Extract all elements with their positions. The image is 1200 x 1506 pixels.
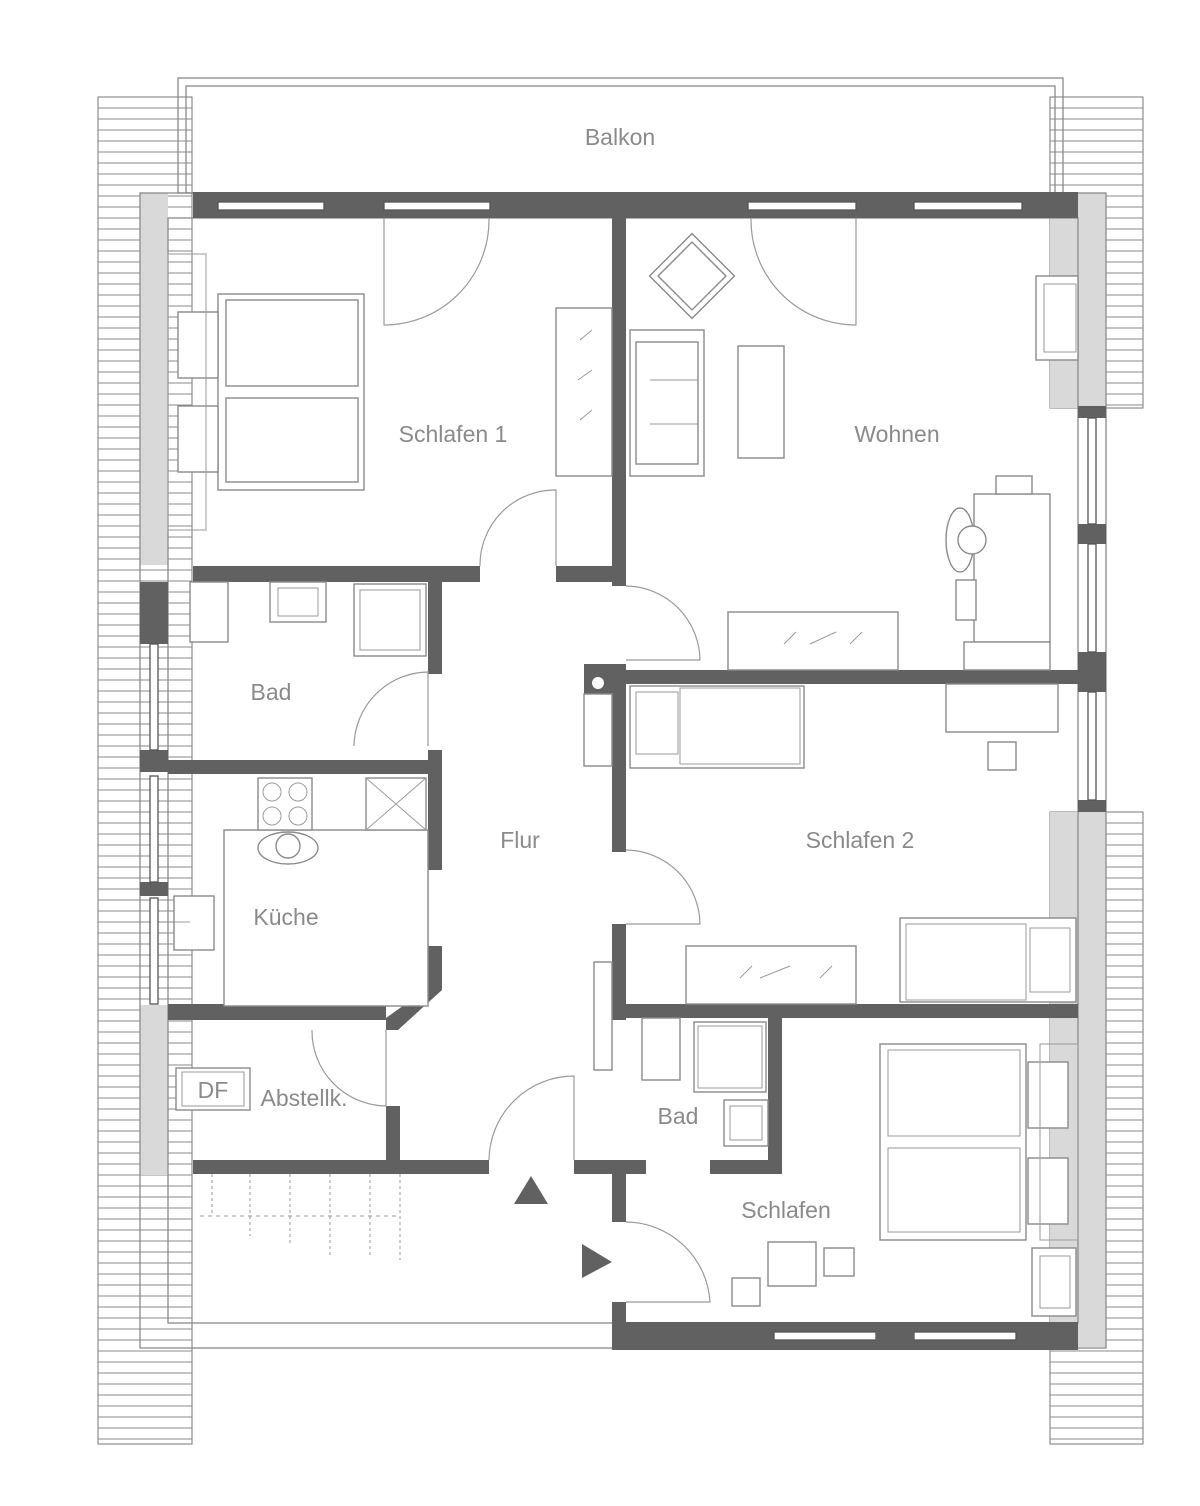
- room-label-schlafen1: Schlafen 1: [399, 421, 508, 447]
- room-label-bad-bottom: Bad: [658, 1103, 699, 1129]
- entrance-arrow-right-icon: [582, 1244, 612, 1278]
- furniture: [167, 232, 1079, 1317]
- entrance-arrow-up-icon: [514, 1176, 548, 1204]
- room-label-kueche: Küche: [253, 904, 318, 930]
- windows: [149, 201, 1097, 1350]
- df-label: DF: [198, 1077, 229, 1103]
- walls: [140, 192, 1106, 1350]
- room-label-schlafen2: Schlafen 2: [806, 827, 915, 853]
- room-label-flur: Flur: [500, 827, 540, 853]
- room-label-bad-top: Bad: [251, 679, 292, 705]
- room-label-abstellk: Abstellk.: [261, 1085, 348, 1111]
- room-label-schlafen: Schlafen: [741, 1197, 831, 1223]
- room-label-balkon: Balkon: [585, 124, 655, 150]
- room-label-wohnen: Wohnen: [854, 421, 939, 447]
